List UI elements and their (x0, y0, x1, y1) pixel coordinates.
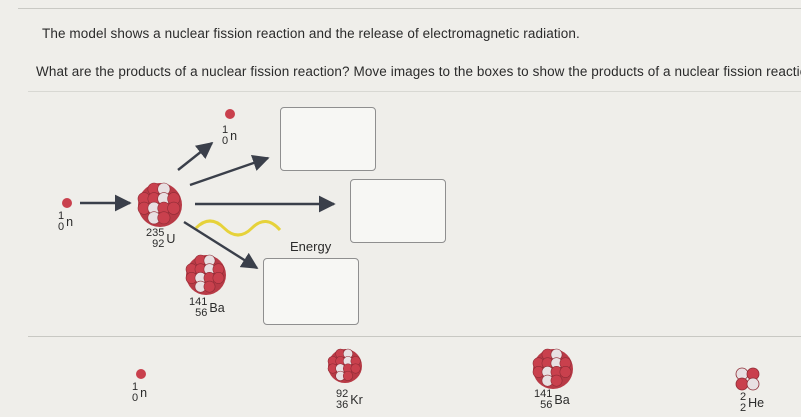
diagram-panel-top (28, 91, 801, 92)
outgoing-neutron-particle (225, 109, 235, 119)
energy-label: Energy (290, 239, 332, 254)
energy-wave (194, 219, 282, 237)
question-intro: The model shows a nuclear fission reacti… (42, 26, 580, 41)
arrow-to-box-1 (189, 155, 270, 187)
question-prompt: What are the products of a nuclear fissi… (36, 64, 801, 79)
drop-box-3[interactable] (263, 258, 359, 325)
drop-box-2[interactable] (350, 179, 446, 243)
barium-product-nucleus (185, 254, 226, 295)
drop-box-1[interactable] (280, 107, 376, 171)
top-divider (18, 8, 801, 9)
arrow-to-neutron (177, 141, 214, 171)
uranium-nucleus (137, 182, 182, 227)
incoming-neutron-particle (62, 198, 72, 208)
arrow-to-barium (183, 220, 259, 270)
diagram-panel-bottom (28, 336, 801, 337)
